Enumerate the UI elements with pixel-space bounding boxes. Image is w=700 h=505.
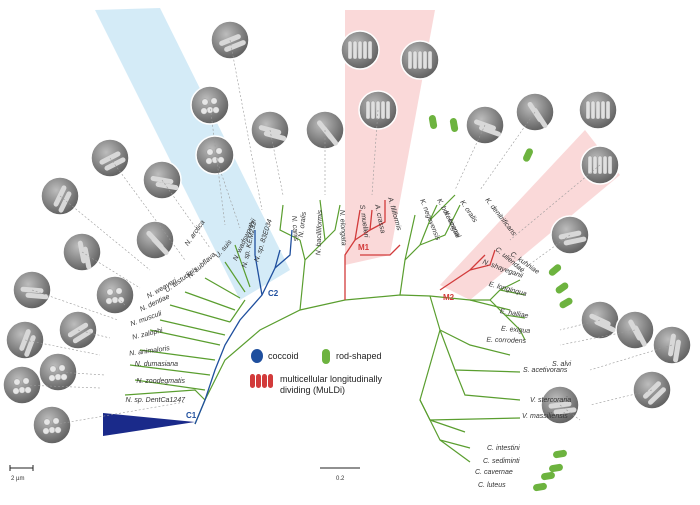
rod-shape-marker — [559, 297, 573, 309]
taxon-label: N. zalophi — [132, 327, 164, 341]
micrograph-photo — [340, 30, 380, 70]
micro-scale-label: 2 µm — [11, 476, 24, 482]
micrograph-photo — [135, 220, 175, 260]
tree-scale-bar: 0.2 — [320, 467, 360, 482]
clade-label-m2: M2 — [443, 293, 455, 302]
rod-markers — [428, 115, 573, 492]
clade-label-c1: C1 — [186, 411, 197, 420]
taxon-label: N. animaloris — [129, 345, 171, 358]
micrograph-photo — [400, 40, 440, 80]
taxon-label: N. canis — [290, 216, 299, 242]
rod-shape-marker — [549, 463, 563, 473]
legend: coccoid rod-shaped multicellular longitu… — [250, 349, 383, 395]
taxon-label: K. oralis — [458, 199, 478, 224]
taxon-label: N. musculi — [130, 310, 164, 328]
rod-shape-marker — [428, 115, 438, 129]
rod-shape-marker — [555, 282, 569, 294]
taxon-label: E. halliae — [499, 308, 529, 320]
rod-shape-marker — [449, 118, 459, 132]
c2-highlight-fan — [95, 8, 290, 300]
clade-label-c2: C2 — [268, 289, 279, 298]
micrograph-photo — [578, 90, 618, 130]
taxon-label: N. subflava — [187, 251, 218, 280]
rod-shape-marker — [548, 264, 562, 276]
taxon-label: S. muelleri — [358, 204, 370, 238]
legend-coccoid-label: coccoid — [268, 351, 299, 361]
rod-shape-marker — [533, 482, 547, 492]
taxon-label: N. dumasiana — [135, 361, 178, 368]
leader-lines — [21, 39, 673, 426]
m2-highlight-fan — [440, 130, 620, 300]
legend-rod-label: rod-shaped — [336, 351, 382, 361]
tree-branches — [124, 194, 526, 463]
legend-mulldi-label-line1: multicellular longitudinally — [280, 374, 383, 384]
taxon-label: N. sp. DentCa1247 — [125, 397, 186, 404]
rod-shape-marker — [541, 471, 555, 481]
legend-rod-marker — [322, 349, 330, 364]
micro-scale-bar: 2 µm — [9, 465, 34, 482]
taxon-label: V. stercoraria — [530, 397, 571, 404]
tree-scale-label: 0.2 — [336, 476, 345, 482]
taxon-label: S. alvi — [552, 361, 572, 368]
c1-collapsed-clade — [103, 413, 195, 436]
taxon-label: N. bacilliformis — [315, 209, 324, 255]
taxon-label: V. massiliensis — [522, 413, 568, 420]
clade-label-m1: M1 — [358, 243, 370, 252]
rod-shape-marker — [523, 148, 533, 162]
taxon-label: E. corrodens — [486, 337, 526, 345]
taxon-label: N. arctica — [184, 219, 207, 247]
taxon-label: E. exigua — [501, 325, 531, 335]
legend-mulldi-marker — [250, 374, 273, 388]
taxon-label: C. sediminti — [483, 458, 520, 465]
taxon-label: N. oralis — [298, 211, 308, 238]
taxon-label: C. intestini — [487, 445, 520, 452]
legend-coccoid-marker — [251, 349, 263, 363]
taxon-label: N. elongata — [338, 210, 347, 246]
taxon-label: S. acetivorans — [523, 367, 568, 374]
taxon-label: C. luteus — [478, 482, 506, 489]
taxon-label: C. cavernae — [475, 469, 513, 476]
taxon-label: N. zoodegmatis — [136, 378, 185, 385]
rod-shape-marker — [553, 449, 567, 459]
legend-mulldi-label-line2: dividing (MuLDi) — [280, 385, 345, 395]
